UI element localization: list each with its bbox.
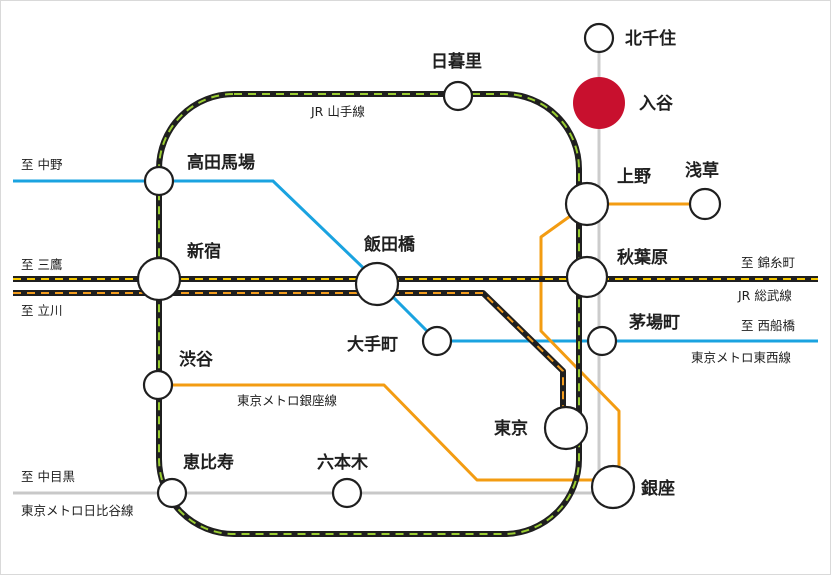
station-kayabacho[interactable]: [586, 325, 618, 357]
label-dir-nishifunabashi: 至 西船橋: [741, 318, 795, 333]
station-akihabara[interactable]: [565, 255, 609, 299]
label-hibiya-line: 東京メトロ日比谷線: [21, 503, 134, 518]
label-roppongi: 六本木: [317, 452, 369, 473]
station-roppongi[interactable]: [331, 477, 363, 509]
station-shibuya[interactable]: [142, 369, 174, 401]
chuo-dash: [13, 292, 564, 421]
label-asakusa: 浅草: [685, 160, 719, 181]
label-otemachi: 大手町: [347, 334, 398, 355]
label-ebisu: 恵比寿: [183, 452, 234, 473]
label-dir-nakano: 至 中野: [21, 157, 63, 172]
station-takadanobaba[interactable]: [143, 165, 175, 197]
station-otemachi[interactable]: [421, 325, 453, 357]
line-labels: JR 山手線 東京メトロ銀座線 JR 総武線 東京メトロ東西線 東京メトロ日比谷…: [21, 104, 792, 518]
station-kitasenju[interactable]: [583, 22, 615, 54]
label-sobu-line: JR 総武線: [737, 288, 792, 303]
label-takadanobaba: 高田馬場: [187, 152, 255, 173]
station-iriya-highlight[interactable]: [573, 77, 625, 129]
label-nippori: 日暮里: [431, 51, 482, 72]
label-ginza: 銀座: [641, 478, 675, 499]
label-tozai-line: 東京メトロ東西線: [691, 350, 792, 365]
label-shinjuku: 新宿: [187, 241, 221, 262]
station-iidabashi[interactable]: [354, 261, 400, 307]
label-dir-nakameguro: 至 中目黒: [21, 469, 75, 484]
station-labels: 北千住 入谷 日暮里 上野 浅草 高田馬場 新宿 飯田橋 秋葉原 茅場町 大手町…: [179, 28, 719, 499]
station-tokyo[interactable]: [543, 405, 589, 451]
station-shinjuku[interactable]: [136, 256, 182, 302]
label-ginza-line: 東京メトロ銀座線: [237, 393, 338, 408]
label-dir-tachikawa: 至 立川: [21, 303, 62, 318]
label-tokyo: 東京: [494, 418, 528, 439]
station-asakusa[interactable]: [688, 187, 722, 221]
label-shibuya: 渋谷: [179, 349, 214, 370]
station-ueno[interactable]: [564, 181, 610, 227]
yamanote-dash: [158, 93, 580, 535]
label-akihabara: 秋葉原: [617, 247, 668, 268]
label-dir-kinshicho: 至 錦糸町: [741, 255, 795, 270]
label-yamanote-line: JR 山手線: [310, 104, 365, 119]
label-iriya: 入谷: [639, 94, 674, 114]
yamanote-line: [156, 91, 582, 537]
stations: [136, 22, 722, 510]
label-kitasenju: 北千住: [625, 28, 676, 49]
label-dir-mitaka: 至 三鷹: [21, 257, 62, 272]
label-iidabashi: 飯田橋: [363, 234, 416, 255]
direction-labels: 至 中野 至 三鷹 至 立川 至 中目黒 至 錦糸町 至 西船橋: [21, 157, 795, 484]
chuo-line: [13, 290, 566, 421]
station-ebisu[interactable]: [156, 477, 188, 509]
station-nippori[interactable]: [442, 80, 474, 112]
label-kayabacho: 茅場町: [629, 313, 680, 333]
label-ueno: 上野: [617, 167, 651, 187]
station-ginza[interactable]: [590, 464, 636, 510]
